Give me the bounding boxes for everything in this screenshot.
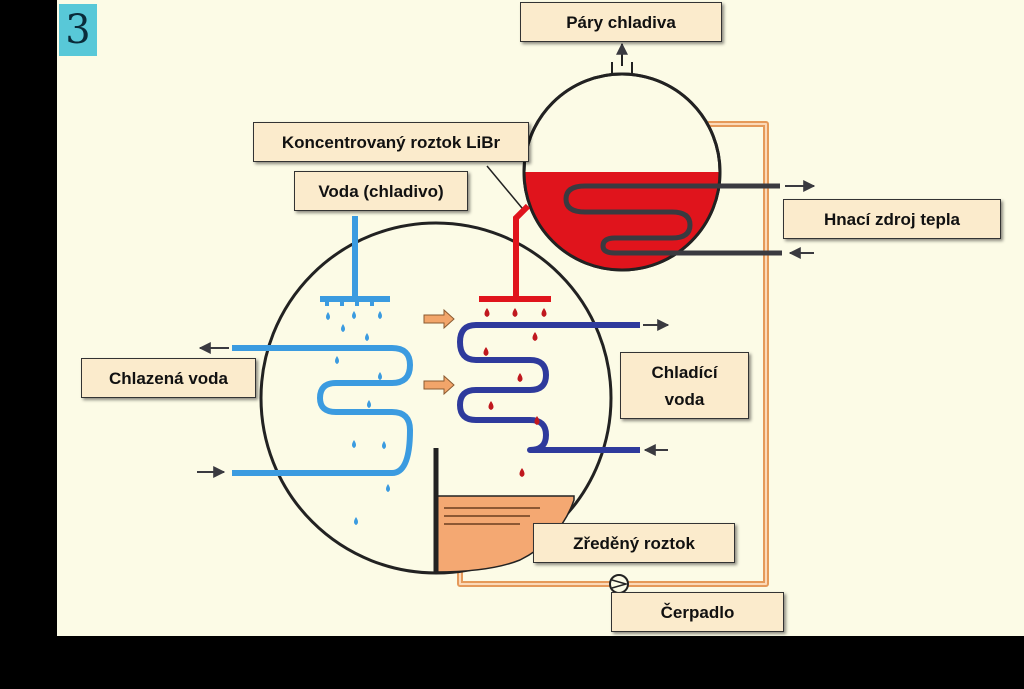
libr-pointer-line (486, 165, 523, 209)
evaporator-absorber-vessel (259, 221, 613, 575)
label-pump: Čerpadlo (611, 592, 784, 632)
return-solution-pipe-inner (628, 123, 767, 585)
label-refrigerant-vapors: Páry chladiva (520, 2, 722, 42)
label-water-refrigerant: Voda (chladivo) (294, 171, 468, 211)
vapor-flow-arrows (423, 308, 455, 396)
libr-inlet-pipe (513, 203, 531, 296)
label-cooling-water-line2: voda (664, 389, 705, 409)
label-cooling-water: Chladící voda (620, 352, 749, 419)
label-concentrated-libr: Koncentrovaný roztok LiBr (253, 122, 529, 162)
refrigerant-spray-nozzles (325, 302, 374, 306)
vapor-outlet (611, 62, 633, 76)
chilled-water-coil (232, 345, 413, 476)
libr-droplets (483, 308, 547, 477)
label-heat-source: Hnací zdroj tepla (783, 199, 1001, 239)
diluted-solution-pipe-inner (459, 570, 610, 585)
diluted-solution-pipe (457, 570, 610, 587)
cooling-water-coil (457, 322, 640, 453)
label-cooling-water-line1: Chladící (651, 362, 718, 382)
label-chilled-water: Chlazená voda (81, 358, 256, 398)
diluted-solution-sump (435, 495, 575, 573)
refrigerant-droplets (326, 311, 390, 525)
libr-spray-bar (479, 296, 551, 302)
figure-number-badge: 3 (59, 4, 97, 56)
label-diluted-solution: Zředěný roztok (533, 523, 735, 563)
heating-coil-pipe (563, 183, 782, 256)
refrigerant-spray-bar (320, 296, 390, 302)
